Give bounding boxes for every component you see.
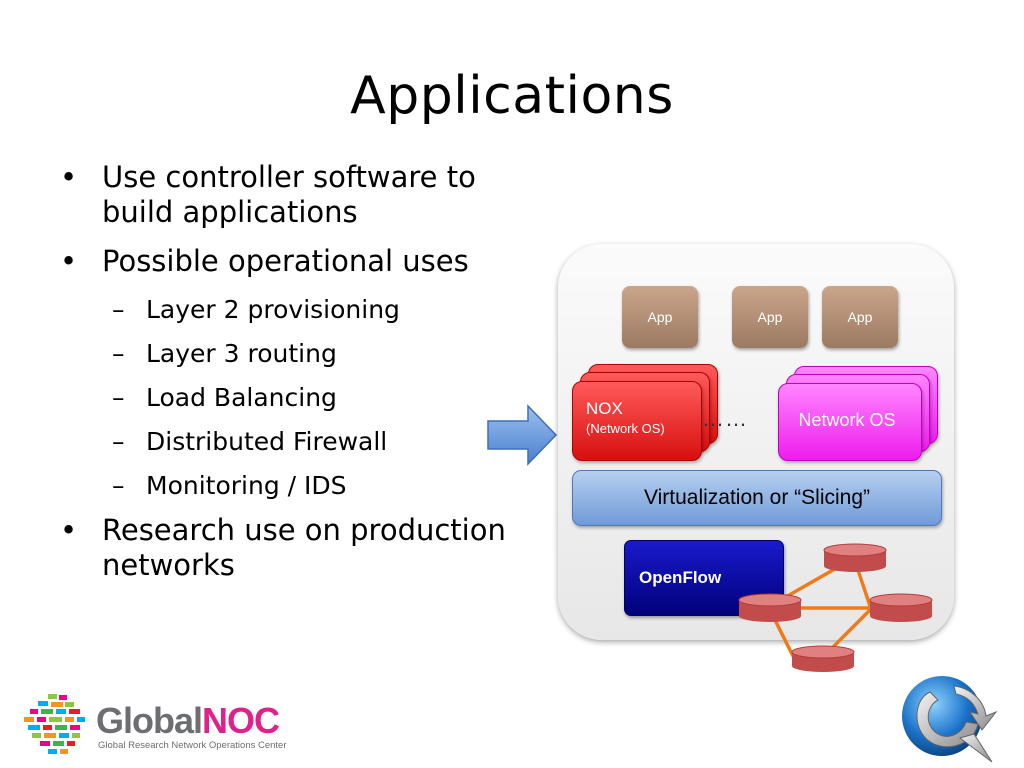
- sub-bullet-item: – Layer 2 provisioning: [60, 293, 540, 327]
- virtualization-layer: Virtualization or “Slicing”: [572, 470, 942, 526]
- bullet-item: • Research use on production networks: [60, 513, 540, 583]
- sub-bullet-item: – Distributed Firewall: [60, 425, 540, 459]
- sub-bullet-dash: –: [112, 383, 125, 412]
- bullet-dot: •: [60, 513, 78, 547]
- bullet-dot: •: [60, 160, 78, 194]
- switch-icon: [791, 645, 855, 672]
- logo-noc-text: NOC: [202, 700, 280, 741]
- switch-icon: [823, 543, 887, 572]
- ellipsis-connector: ……: [702, 406, 748, 431]
- app-box: App: [732, 286, 808, 348]
- sub-bullet-text: Distributed Firewall: [146, 427, 388, 456]
- sub-bullet-dash: –: [112, 471, 125, 500]
- network-os-label: Network OS: [798, 410, 896, 430]
- sub-bullet-dash: –: [112, 295, 125, 324]
- bullet-item: • Use controller software to build appli…: [60, 160, 540, 230]
- bullet-text: Research use on production networks: [102, 513, 506, 582]
- globalnoc-wordmark: GlobalNOC: [96, 700, 280, 742]
- sub-bullet-item: – Load Balancing: [60, 381, 540, 415]
- bullet-list: • Use controller software to build appli…: [60, 160, 540, 597]
- openflow-label: OpenFlow: [639, 568, 722, 587]
- sub-bullet-item: – Layer 3 routing: [60, 337, 540, 371]
- bullet-text: Possible operational uses: [102, 244, 469, 278]
- globalnoc-logo-icon: [24, 694, 85, 754]
- app-box: App: [622, 286, 698, 348]
- sub-bullet-text: Layer 3 routing: [146, 339, 337, 368]
- bullet-text: Use controller software to build applica…: [102, 160, 476, 229]
- sub-bullet-dash: –: [112, 339, 125, 368]
- switch-icon: [869, 593, 933, 622]
- corner-emblem-icon: [902, 676, 998, 763]
- logo-global-text: Global: [96, 700, 203, 741]
- nox-label: NOX (Network OS): [586, 399, 665, 439]
- app-box: App: [822, 286, 898, 348]
- slide-title: Applications: [350, 66, 674, 126]
- right-arrow-icon: [487, 404, 558, 466]
- switch-icon: [738, 593, 802, 622]
- sub-bullet-text: Load Balancing: [146, 383, 337, 412]
- nox-subtitle: (Network OS): [586, 421, 665, 436]
- network-os-box: [778, 383, 922, 461]
- bullet-dot: •: [60, 244, 78, 278]
- openflow-box: OpenFlow: [624, 540, 784, 616]
- nox-box: [572, 381, 702, 461]
- bullet-item: • Possible operational uses: [60, 244, 540, 279]
- virtualization-label: Virtualization or “Slicing”: [643, 486, 871, 509]
- sub-bullet-text: Monitoring / IDS: [146, 471, 347, 500]
- switch-network-diagram: [738, 543, 933, 672]
- nox-title: NOX: [586, 399, 623, 418]
- sub-bullet-text: Layer 2 provisioning: [146, 295, 400, 324]
- logo-subtitle: Global Research Network Operations Cente…: [98, 740, 287, 751]
- sub-bullet-item: – Monitoring / IDS: [60, 469, 540, 503]
- sub-bullet-dash: –: [112, 427, 125, 456]
